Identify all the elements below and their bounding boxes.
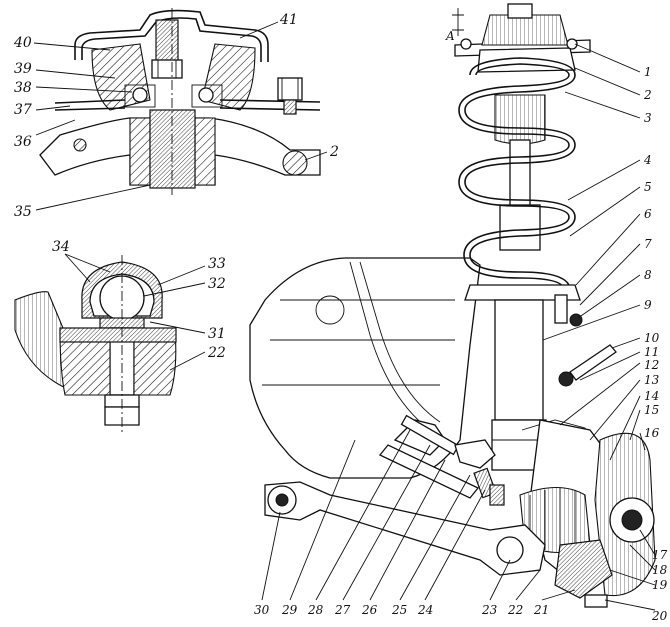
callout-34: 34: [52, 239, 70, 255]
callout-18: 18: [652, 563, 668, 577]
ball-joint-section: [14, 255, 177, 432]
callout-27: 27: [334, 603, 351, 617]
callout-23: 23: [481, 603, 498, 617]
bottom-row-leaders: [261, 429, 576, 601]
callout-32: 32: [208, 276, 226, 292]
gap-marker-label: A: [445, 29, 455, 43]
callout-29: 29: [281, 603, 298, 617]
callout-35: 35: [14, 204, 32, 220]
callout-9: 9: [644, 298, 652, 312]
callout-7: 7: [644, 237, 652, 251]
top-mount-section: [39, 8, 321, 195]
bottom-row-labels: 30 29 28 27 26 25 24 23 22 21: [254, 603, 549, 617]
callout-1: 1: [644, 65, 652, 79]
coil-spring: [458, 57, 576, 291]
right-column-leaders: [542, 43, 656, 611]
callout-17: 17: [652, 548, 668, 562]
callout-24: 24: [417, 603, 433, 617]
callout-5: 5: [644, 180, 652, 194]
callout-3: 3: [644, 111, 652, 125]
right-column-labels: 1 2 3 4 5 6 7 8 9 10 11 12 13 14 15 16 1…: [643, 65, 668, 623]
callout-21: 21: [533, 603, 549, 617]
top-inset-labels: 40 41 39 38 37 36 2 35: [13, 12, 339, 220]
callout-2-inset: 2: [329, 144, 339, 160]
callout-30: 30: [254, 603, 270, 617]
callout-12: 12: [644, 358, 659, 372]
callout-22: 22: [507, 603, 523, 617]
callout-33: 33: [208, 256, 226, 272]
callout-22-inset: 22: [207, 345, 226, 361]
callout-6: 6: [644, 207, 652, 221]
callout-20: 20: [651, 609, 668, 623]
callout-37: 37: [14, 102, 32, 118]
callout-25: 25: [391, 603, 407, 617]
callout-10: 10: [644, 331, 660, 345]
callout-39: 39: [14, 61, 32, 77]
callout-28: 28: [307, 603, 324, 617]
callout-36: 36: [14, 134, 32, 150]
ball-joint-leaders: [64, 253, 206, 371]
callout-26: 26: [361, 603, 378, 617]
callout-41: 41: [279, 12, 298, 28]
top-inset-leaders: [33, 21, 328, 211]
callout-38: 38: [14, 80, 32, 96]
callout-31: 31: [208, 326, 226, 342]
ball-joint-labels: 34 33 32 31 22: [52, 239, 226, 361]
main-assembly: [249, 3, 656, 608]
callout-14: 14: [644, 389, 659, 403]
callout-8: 8: [644, 268, 652, 282]
callout-15: 15: [644, 403, 659, 417]
callout-19: 19: [652, 578, 668, 592]
callout-4: 4: [643, 153, 652, 167]
callout-2: 2: [643, 88, 652, 102]
callout-40: 40: [13, 35, 32, 51]
callout-13: 13: [644, 373, 660, 387]
callout-11: 11: [644, 345, 659, 359]
callout-16: 16: [644, 426, 660, 440]
